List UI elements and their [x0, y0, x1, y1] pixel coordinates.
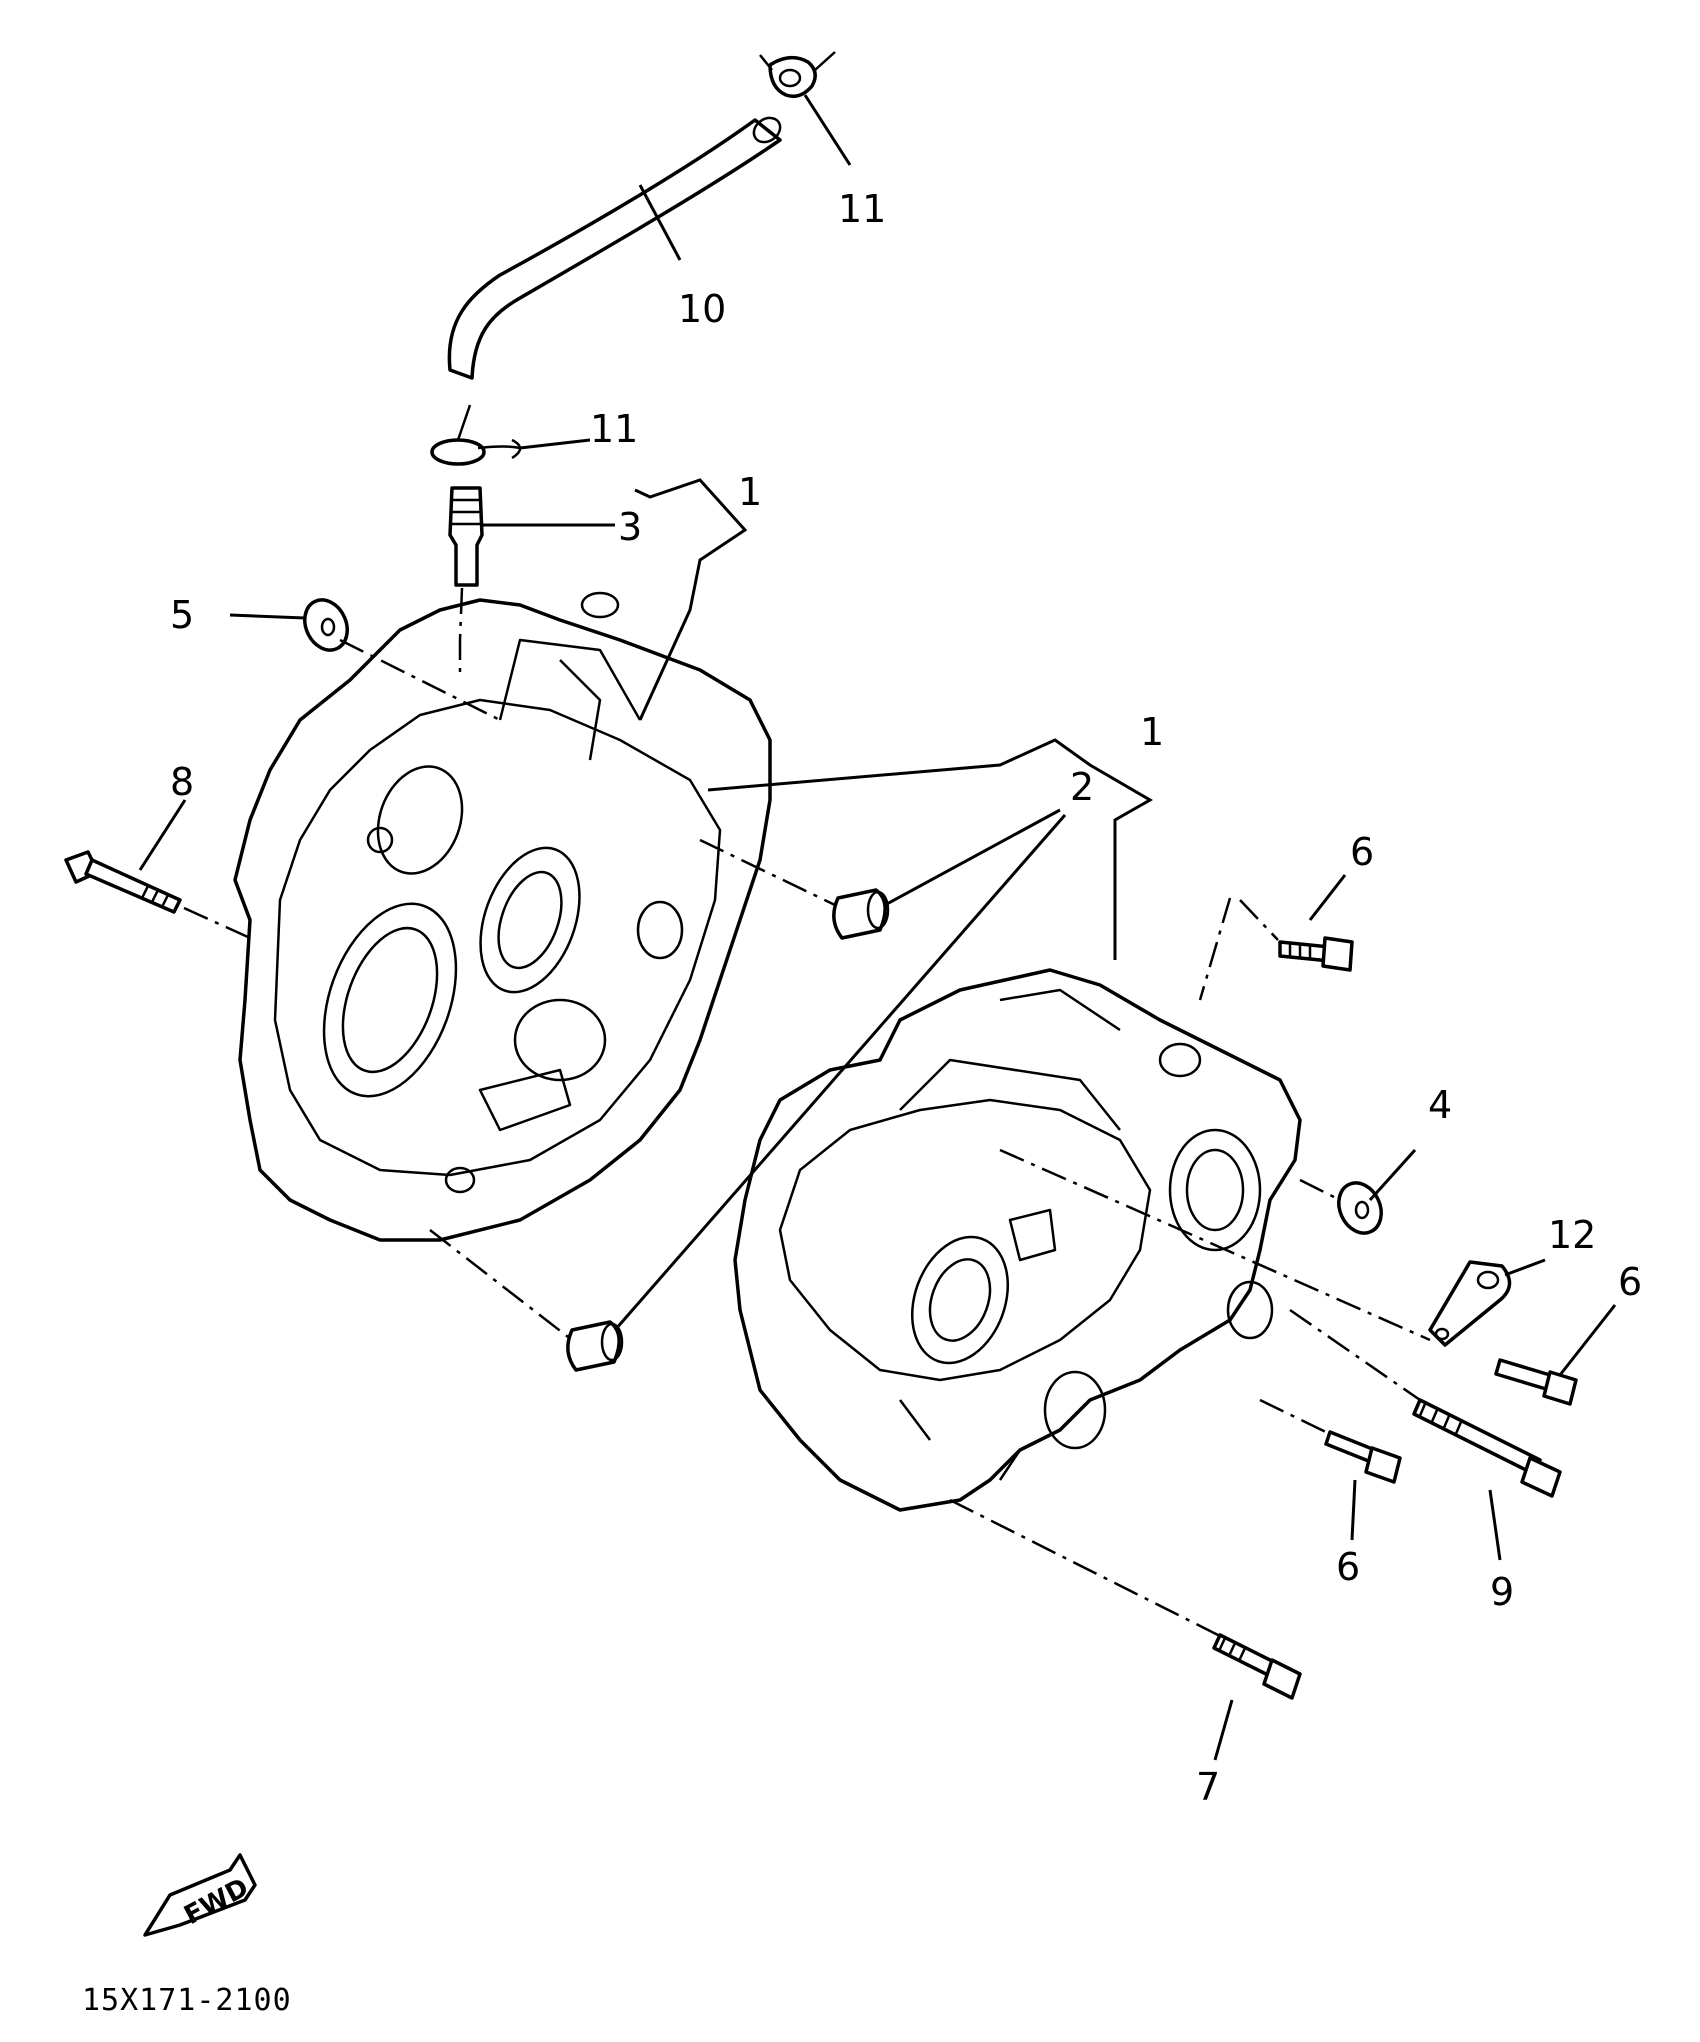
bracket-12 — [1428, 1260, 1512, 1347]
callout-5: 5 — [170, 593, 194, 637]
leader-lines — [138, 94, 1617, 1761]
hose-clip-top — [759, 51, 836, 99]
alignment-lines — [183, 587, 1431, 1638]
hose-clip-lower — [430, 404, 522, 466]
callout-1-middle: 1 — [1140, 710, 1164, 754]
callout-8: 8 — [170, 760, 194, 804]
callout-2: 2 — [1070, 765, 1094, 809]
bolt-6-upper — [1278, 936, 1354, 972]
callout-6-right: 6 — [1618, 1260, 1642, 1304]
callout-12: 12 — [1548, 1213, 1596, 1257]
callout-7: 7 — [1196, 1765, 1220, 1809]
right-crankcase — [733, 968, 1302, 1512]
bolt-7 — [1212, 1633, 1302, 1700]
callout-3: 3 — [618, 505, 642, 549]
left-crankcase — [233, 591, 772, 1242]
callout-6-lower: 6 — [1336, 1545, 1360, 1589]
fwd-arrow-icon: FWD — [143, 1853, 257, 1937]
washer-4 — [1337, 1181, 1383, 1235]
bolt-6-lower — [1324, 1430, 1402, 1484]
breather-pipe — [448, 486, 484, 587]
callout-4: 4 — [1428, 1083, 1452, 1127]
callout-11-lower: 11 — [590, 407, 638, 451]
diagram-code: 15X171-2100 — [82, 1983, 292, 2018]
callout-11-top: 11 — [838, 187, 886, 231]
bolt-8 — [64, 850, 182, 914]
callout-1-upper: 1 — [738, 470, 762, 514]
bolt-6-right — [1494, 1358, 1578, 1406]
washer-5 — [303, 598, 349, 652]
callout-9: 9 — [1490, 1570, 1514, 1614]
bolt-9 — [1412, 1398, 1562, 1498]
dowel-pin-lower — [566, 1320, 624, 1372]
breather-hose — [447, 116, 782, 380]
dowel-pin-upper — [832, 888, 890, 940]
callout-6-top: 6 — [1350, 830, 1374, 874]
callout-10: 10 — [678, 287, 726, 331]
callout-labels: 11 10 11 1 3 5 8 1 2 6 4 12 6 6 9 7 — [170, 187, 1642, 1809]
